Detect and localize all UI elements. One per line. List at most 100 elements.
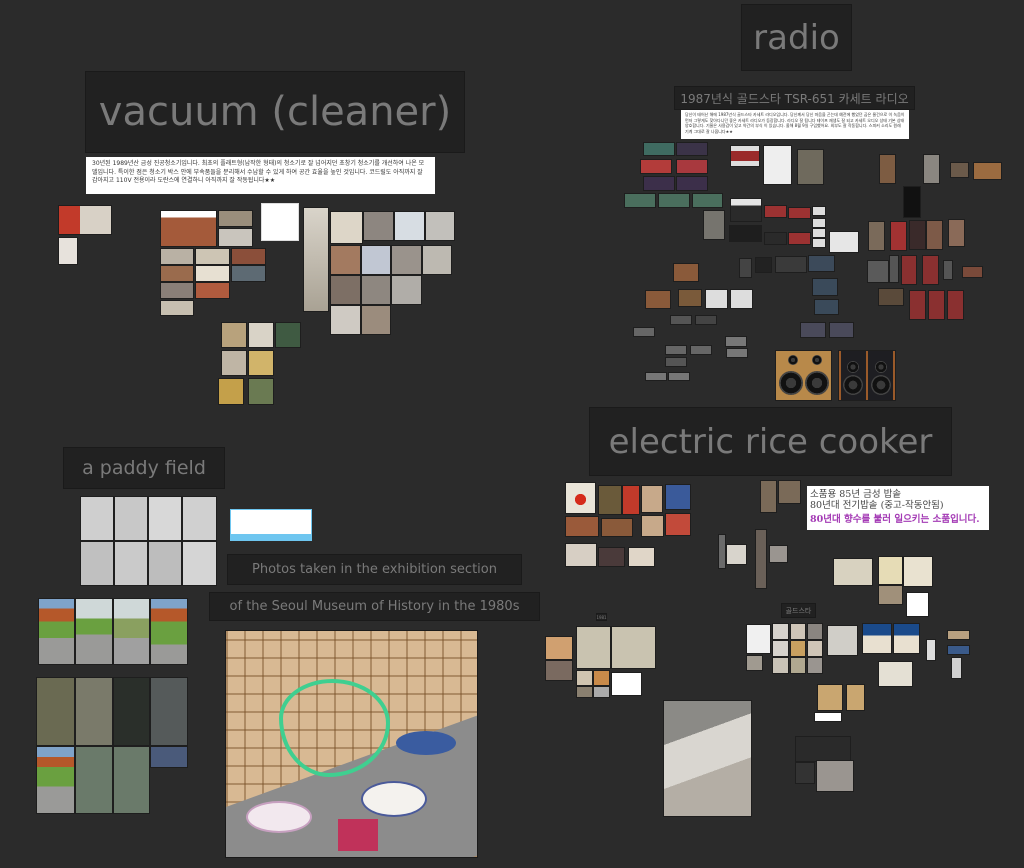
vacuum-photo[interactable] [275,322,301,348]
radio-photo[interactable] [676,176,708,191]
vacuum-photo[interactable] [391,245,422,275]
rice-cooker-photo[interactable] [565,543,597,567]
radio-photo[interactable] [645,290,671,309]
radio-photo[interactable] [755,257,772,273]
vacuum-manual-page[interactable] [261,203,299,241]
vacuum-photo[interactable] [195,248,230,265]
rice-cooker-listing[interactable] [814,712,842,722]
vacuum-photo[interactable] [195,265,230,282]
radio-photo[interactable] [624,193,656,208]
radio-photo[interactable] [690,345,712,355]
radio-photo[interactable] [726,348,748,358]
vacuum-description-note[interactable]: 30년된 1989년산 금성 진공청소기입니다. 최초의 플래트형(납작한 형태… [86,157,435,194]
radio-photo[interactable] [909,220,926,250]
faucet-photo[interactable] [182,541,217,586]
rice-cooker-photo[interactable] [947,645,970,655]
radio-photo[interactable] [730,145,760,167]
radio-group-title[interactable]: radio [741,4,852,71]
rice-cooker-photo[interactable] [598,547,625,567]
radio-photo[interactable] [658,193,690,208]
radio-photo[interactable] [878,288,904,306]
radio-photo[interactable] [725,336,747,347]
vacuum-photo[interactable] [394,211,425,241]
faucet-install-photo[interactable] [150,677,188,746]
faucet-install-photo[interactable] [113,746,150,814]
rice-cooker-photo[interactable] [846,684,865,711]
rice-cooker-photo[interactable] [878,556,903,585]
radio-photo[interactable] [703,210,725,240]
faucet-install-photo[interactable] [150,598,188,665]
rice-cooker-photo[interactable] [878,661,913,687]
faucet-parts-product-photo[interactable] [230,509,312,541]
tag-1981[interactable]: 1981 [596,613,607,621]
radio-photo[interactable] [668,372,690,381]
radio-photo[interactable] [868,221,885,251]
rice-cooker-photo[interactable] [833,558,873,586]
rice-cooker-photo[interactable] [893,623,920,654]
vacuum-photo[interactable] [425,211,455,241]
faucet-photo[interactable] [148,496,182,541]
vacuum-photo[interactable] [330,211,363,244]
vacuum-photo[interactable] [330,245,361,275]
rice-cooker-photo[interactable] [790,640,806,657]
radio-spec-sheet[interactable] [763,145,792,185]
kitchen-sink-faucet-photo[interactable] [225,630,478,858]
faucet-install-photo[interactable] [150,746,188,768]
radio-photo[interactable] [948,219,965,247]
rice-cooker-photo[interactable] [807,657,823,674]
speaker-cabinets-photo[interactable] [838,350,896,401]
faucet-install-photo[interactable] [113,677,150,746]
vacuum-photo[interactable] [231,265,266,282]
radio-photo[interactable] [812,228,826,238]
exhibition-caption-line-1[interactable]: Photos taken in the exhibition section [227,554,522,585]
faucet-photo[interactable] [114,496,148,541]
vacuum-photo[interactable] [195,282,230,299]
vacuum-photo[interactable] [361,305,391,335]
vacuum-photo[interactable] [248,350,274,376]
faucet-install-photo[interactable] [113,598,150,665]
radio-photo[interactable] [829,231,859,253]
faucet-photo[interactable] [80,496,114,541]
rice-cooker-photo[interactable] [611,626,656,669]
rice-cooker-photo[interactable] [565,516,599,537]
rice-cooker-photo[interactable] [807,623,823,640]
faucet-photo[interactable] [148,541,182,586]
rice-cooker-photo[interactable] [665,513,691,536]
radio-photo[interactable] [909,290,926,320]
rice-cooker-photo[interactable] [769,545,788,563]
rice-cooker-photo[interactable] [862,623,892,654]
radio-photo[interactable] [643,176,675,191]
radio-photo[interactable] [922,255,939,285]
rice-cooker-photo[interactable] [576,670,593,686]
vacuum-photo-box[interactable] [58,237,78,265]
radio-photo[interactable] [890,221,907,251]
rice-cooker-listing[interactable] [611,672,642,696]
radio-photo[interactable] [950,162,969,178]
speaker-drivers-photo[interactable] [775,350,832,401]
rice-cooker-listing[interactable] [906,592,929,617]
radio-photo[interactable] [812,206,826,216]
vacuum-photo[interactable] [303,207,329,312]
rice-cooker-photo[interactable] [593,670,610,686]
radio-photo[interactable] [645,372,667,381]
rice-cooker-photo[interactable] [628,547,655,567]
radio-photo[interactable] [730,198,762,222]
radio-photo[interactable] [947,290,964,320]
rice-cooker-description-note[interactable]: 소품용 85년 금성 밥솥 80년대 전기밥솥 (중고-작동안됨) 80년대 향… [807,486,989,530]
vacuum-photo[interactable] [248,378,274,405]
rice-cooker-photo[interactable] [665,484,691,510]
rice-cooker-photo[interactable] [817,684,843,711]
rice-cooker-photo[interactable] [641,485,663,513]
radio-photo[interactable] [665,345,687,355]
radio-photo[interactable] [705,289,728,309]
rice-cooker-photo[interactable] [816,760,854,792]
vacuum-photo[interactable] [160,210,217,247]
exhibition-caption-line-2[interactable]: of the Seoul Museum of History in the 19… [209,592,540,621]
rice-cooker-photo[interactable] [790,657,806,674]
rice-cooker-photo[interactable] [772,657,789,674]
vacuum-photo[interactable] [160,265,194,282]
rice-cooker-photo[interactable] [746,655,763,671]
radio-photo[interactable] [730,289,753,309]
radio-photo[interactable] [665,357,687,367]
rice-cooker-photo[interactable] [926,639,936,661]
